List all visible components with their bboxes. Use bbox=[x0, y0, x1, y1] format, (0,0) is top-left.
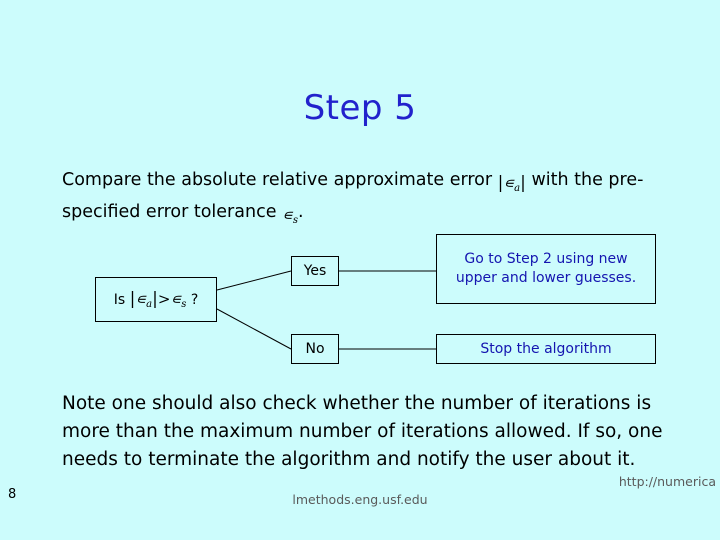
decision-suffix: ? bbox=[190, 291, 199, 308]
footer-site: lmethods.eng.usf.edu bbox=[292, 492, 428, 507]
intro-paragraph-part1: Compare the absolute relative approximat… bbox=[62, 170, 493, 190]
epsilon-a-math: |∊a| bbox=[497, 172, 526, 194]
no-box: No bbox=[291, 334, 339, 364]
page-number: 8 bbox=[8, 487, 17, 502]
footer-url: http://numerica bbox=[618, 474, 716, 489]
yes-box: Yes bbox=[291, 256, 339, 286]
decision-prefix: Is bbox=[113, 291, 126, 308]
intro-paragraph-end: . bbox=[297, 202, 304, 223]
decision-box: Is |∊a|>∊s ? bbox=[95, 277, 217, 322]
page-title: Step 5 bbox=[303, 88, 417, 128]
intro-paragraph: Compare the absolute relative approximat… bbox=[62, 168, 690, 233]
goto-step2-box: Go to Step 2 using new upper and lower g… bbox=[436, 234, 656, 304]
stop-algorithm-box: Stop the algorithm bbox=[436, 334, 656, 364]
epsilon-s-math: ∊s bbox=[282, 206, 298, 226]
note-paragraph: Note one should also check whether the n… bbox=[62, 393, 663, 470]
intro-paragraph-part2: with the pre-specified error tolerance bbox=[62, 170, 644, 223]
decision-math: |∊a|>∊s bbox=[129, 289, 187, 310]
